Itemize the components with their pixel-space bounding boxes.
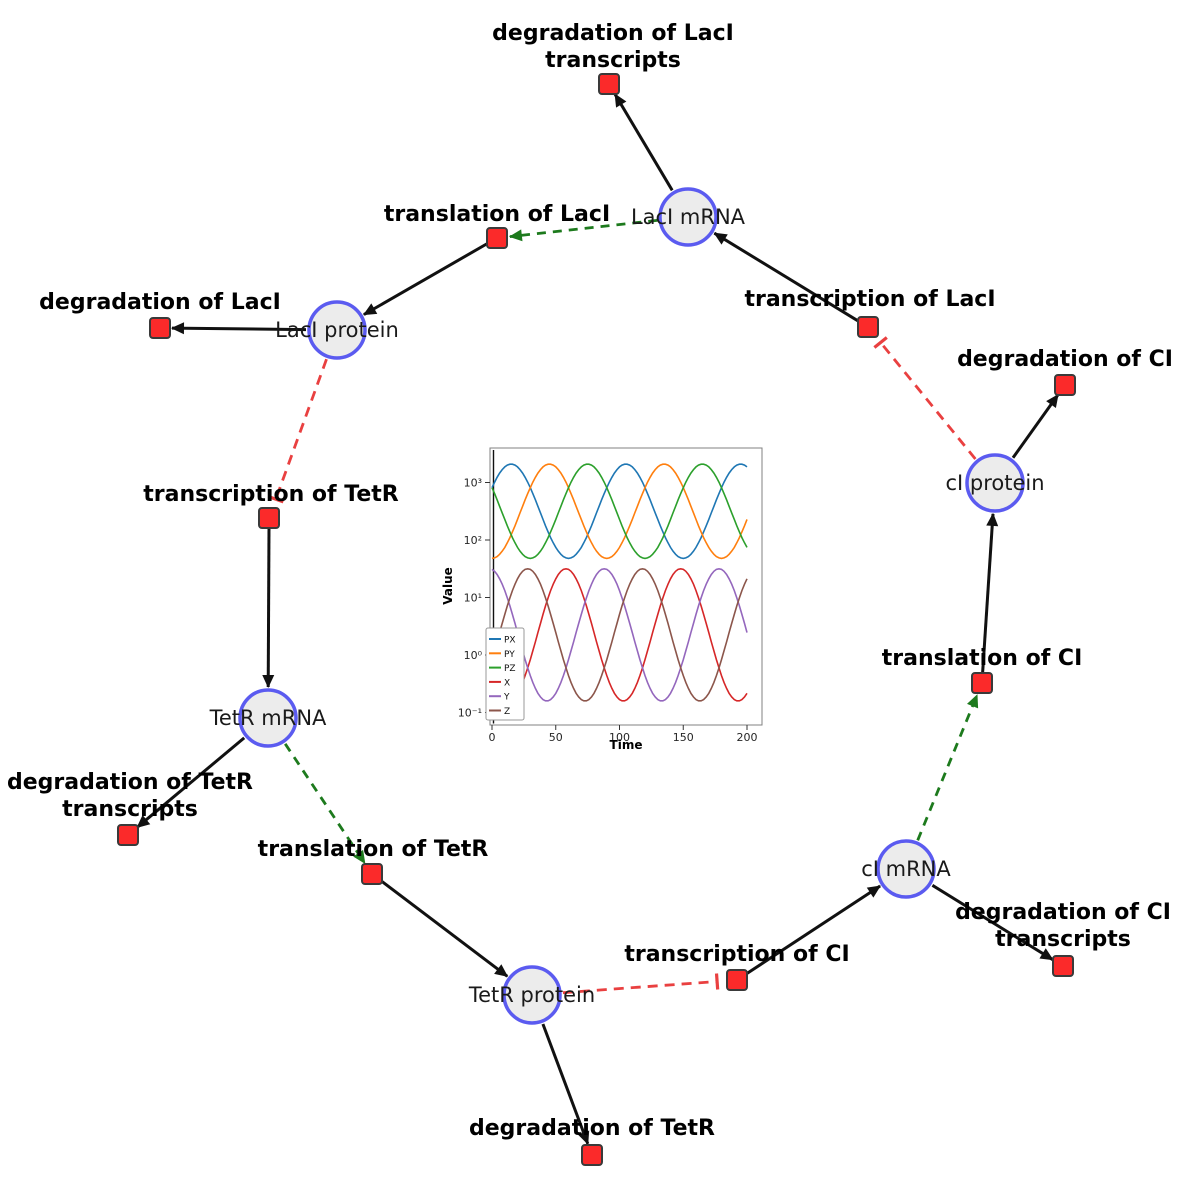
reaction-label-degradation-laci: degradation of LacI [39,290,281,315]
reaction-node-transcription-tetr [258,507,280,529]
axis-ticks: 0 50 100 150 200 10⁻¹ 10⁰ 10¹ 10² 10³ [458,477,758,745]
edge-modifier-laci-mrna-to-translation [508,219,658,242]
plot-frame [489,447,763,726]
edge-modifier-ci-mrna-to-translation [916,694,979,841]
edge-translation-ci-to-ci-protein [981,512,999,674]
y-tick-label: 10³ [464,477,482,490]
reaction-label-degradation-laci-transcripts-2: transcripts [545,48,681,73]
edge-tetr-mrna-to-degradation [136,736,246,829]
x-tick-label: 200 [737,731,758,744]
species-nodes [238,187,1025,1025]
reaction-node-translation-ci [971,672,993,694]
reaction-node-degradation-laci-transcripts [598,73,620,95]
edge-inhibition-laci-protein-to-transcription-tetr [267,358,328,504]
species-label-ci-mrna: cI mRNA [861,857,951,881]
edge-tetr-protein-to-degradation [541,1023,590,1145]
x-tick-label: 50 [549,731,563,744]
y-tick-label: 10¹ [464,592,482,605]
species-node-laci-mrna [658,187,718,247]
plot-curves [491,450,748,724]
reaction-label-degradation-tetr-transcripts-1: degradation of TetR [7,770,253,795]
reaction-label-translation-laci: translation of LacI [384,202,610,227]
edge-ci-mrna-to-degradation [931,884,1054,961]
x-tick-label: 150 [673,731,694,744]
series-Z [491,567,748,702]
reaction-node-transcription-ci [726,969,748,991]
series-Y [491,567,748,702]
reaction-label-degradation-ci-transcripts-2: transcripts [995,927,1131,952]
legend-label-Y: Y [503,693,510,703]
legend-label-Z: Z [504,707,510,717]
edge-translation-tetr-to-tetr-protein [379,878,509,978]
edge-inhibition-tetr-protein-to-transcription-ci [562,973,720,995]
series-PX [491,463,748,560]
reaction-label-degradation-tetr: degradation of TetR [469,1116,715,1141]
reaction-label-transcription-tetr: transcription of TetR [143,482,399,507]
species-label-tetr-protein: TetR protein [468,983,595,1007]
edge-ci-protein-to-degradation [1011,393,1060,459]
x-axis-label: Time [610,738,643,752]
legend-label-PZ: PZ [504,664,516,674]
species-label-laci-protein: LacI protein [275,318,399,342]
reaction-nodes [117,73,1076,1166]
reaction-label-degradation-ci: degradation of CI [957,347,1173,372]
species-node-laci-protein [307,300,367,360]
reaction-node-degradation-laci [149,317,171,339]
x-tick-label: 0 [489,731,496,744]
legend-label-X: X [504,678,510,688]
edge-translation-laci-to-laci-protein [363,241,490,316]
reaction-node-degradation-tetr-transcripts [117,824,139,846]
reaction-node-translation-tetr [361,863,383,885]
reaction-label-transcription-ci: transcription of CI [624,942,849,967]
edge-transcription-ci-to-ci-mrna [744,884,881,976]
edge-transcription-tetr-to-tetr-mrna [262,527,275,688]
y-axis-label: Value [441,567,455,605]
legend-label-PY: PY [504,650,515,660]
reaction-label-degradation-tetr-transcripts-2: transcripts [62,797,198,822]
series-X [491,567,748,702]
species-label-tetr-mrna: TetR mRNA [209,706,327,730]
y-tick-label: 10⁰ [464,649,483,662]
reaction-label-translation-ci: translation of CI [882,646,1083,671]
edge-transcription-laci-to-laci-mrna [713,231,861,324]
y-tick-label: 10² [464,534,482,547]
legend-label-PX: PX [504,636,516,646]
edge-laci-mrna-to-degradation [613,93,674,192]
species-node-tetr-mrna [238,688,298,748]
species-node-ci-protein [965,453,1025,513]
series-PZ [491,463,748,560]
species-labels: LacI mRNA LacI protein cI protein TetR m… [209,205,1045,1007]
reaction-node-degradation-tetr [581,1144,603,1166]
edge-laci-protein-to-degradation [171,322,307,335]
legend-entries: PX PY PZ XYZ [489,636,516,717]
reaction-label-degradation-ci-transcripts-1: degradation of CI [955,900,1171,925]
reaction-node-degradation-ci [1054,374,1076,396]
x-tick-label: 100 [609,731,630,744]
y-tick-label: 10⁻¹ [458,707,482,720]
reaction-labels: degradation of LacI transcripts translat… [7,21,1173,1141]
reaction-label-transcription-laci: transcription of LacI [744,287,995,312]
reaction-node-degradation-ci-transcripts [1052,955,1074,977]
edge-modifier-tetr-mrna-to-translation [284,743,366,865]
series-PY [491,463,748,560]
reaction-node-translation-laci [486,227,508,249]
reaction-node-transcription-laci [857,316,879,338]
species-node-ci-mrna [876,839,936,899]
species-label-ci-protein: cI protein [945,471,1044,495]
species-node-tetr-protein [502,965,562,1025]
reaction-label-degradation-laci-transcripts-1: degradation of LacI [492,21,734,46]
edge-inhibition-ci-protein-to-transcription-laci [873,336,977,460]
edges [136,93,1060,1145]
reaction-label-translation-tetr: translation of TetR [258,837,489,862]
species-label-laci-mrna: LacI mRNA [631,205,746,229]
